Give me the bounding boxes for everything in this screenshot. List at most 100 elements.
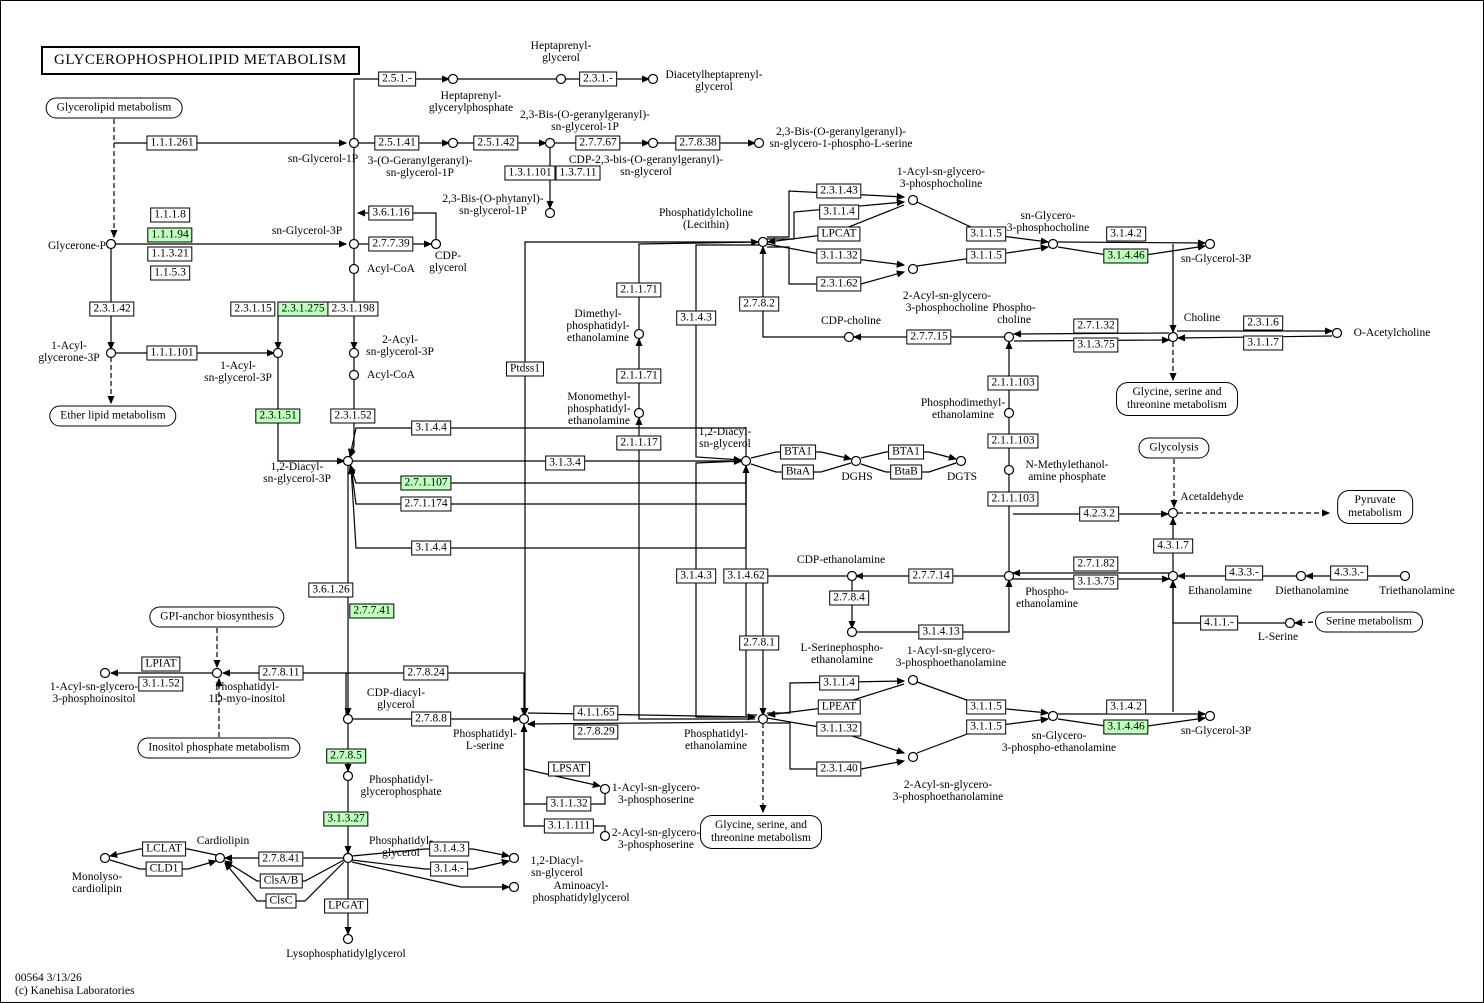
enzyme-box[interactable]: 2.7.8.8 (411, 711, 451, 727)
enzyme-box[interactable]: BTA1 (888, 444, 924, 460)
enzyme-box[interactable]: 1.3.1.101 (504, 165, 556, 181)
compound-node[interactable] (1167, 331, 1179, 343)
compound-node[interactable] (1047, 238, 1059, 250)
enzyme-box[interactable]: 2.3.1.40 (816, 761, 862, 777)
compound-node[interactable] (757, 713, 769, 725)
enzyme-box[interactable]: 3.1.1.32 (816, 721, 862, 737)
enzyme-box[interactable]: 3.1.4.46 (1103, 719, 1149, 735)
compound-node[interactable] (753, 137, 765, 149)
enzyme-box[interactable]: 2.7.8.1 (739, 635, 779, 651)
enzyme-box[interactable]: CLD1 (145, 861, 183, 877)
enzyme-box[interactable]: 3.1.4.46 (1103, 248, 1149, 264)
compound-node[interactable] (99, 852, 111, 864)
enzyme-box[interactable]: 3.1.4.62 (723, 568, 769, 584)
compound-node[interactable] (105, 347, 117, 359)
enzyme-box[interactable]: Ptdss1 (505, 361, 545, 377)
enzyme-box[interactable]: LPSAT (548, 761, 590, 777)
pathway-link[interactable]: Glycine, serine and threonine metabolism (1116, 382, 1238, 416)
compound-node[interactable] (99, 667, 111, 679)
enzyme-box[interactable]: 2.7.8.5 (326, 748, 366, 764)
enzyme-box[interactable]: 3.1.3.75 (1073, 574, 1119, 590)
enzyme-box[interactable]: 2.5.1.42 (473, 135, 519, 151)
enzyme-box[interactable]: 1.1.3.21 (147, 246, 193, 262)
enzyme-box[interactable]: 2.7.8.41 (258, 851, 304, 867)
enzyme-box[interactable]: 2.7.8.38 (675, 135, 721, 151)
compound-node[interactable] (272, 347, 284, 359)
enzyme-box[interactable]: 2.5.1.41 (374, 135, 420, 151)
pathway-link[interactable]: Ether lipid metabolism (49, 405, 177, 427)
enzyme-box[interactable]: 2.7.7.41 (349, 603, 395, 619)
enzyme-box[interactable]: 2.7.1.107 (400, 475, 452, 491)
enzyme-box[interactable]: 3.1.4.- (430, 861, 468, 877)
compound-node[interactable] (342, 713, 354, 725)
enzyme-box[interactable]: 2.3.1.42 (89, 301, 135, 317)
compound-node[interactable] (348, 347, 360, 359)
compound-node[interactable] (342, 455, 354, 467)
compound-node[interactable] (544, 207, 556, 219)
enzyme-box[interactable]: 3.6.1.16 (368, 205, 414, 221)
enzyme-box[interactable]: 3.1.1.5 (966, 226, 1006, 242)
enzyme-box[interactable]: LPGAT (324, 898, 368, 914)
enzyme-box[interactable]: 2.7.7.67 (575, 135, 621, 151)
enzyme-box[interactable]: 4.3.1.7 (1153, 538, 1193, 554)
enzyme-box[interactable]: 1.1.5.3 (150, 265, 190, 281)
compound-node[interactable] (1295, 570, 1307, 582)
compound-node[interactable] (1003, 570, 1015, 582)
enzyme-box[interactable]: 1.3.7.11 (555, 165, 601, 181)
compound-node[interactable] (1167, 570, 1179, 582)
compound-node[interactable] (647, 137, 659, 149)
enzyme-box[interactable]: 2.1.1.103 (987, 491, 1039, 507)
pathway-link[interactable]: Glycolysis (1138, 437, 1210, 459)
compound-node[interactable] (846, 626, 858, 638)
compound-node[interactable] (907, 263, 919, 275)
enzyme-box[interactable]: 2.1.1.103 (987, 375, 1039, 391)
enzyme-box[interactable]: 2.7.7.15 (906, 329, 952, 345)
enzyme-box[interactable]: 2.3.1.15 (230, 301, 276, 317)
compound-node[interactable] (955, 455, 967, 467)
enzyme-box[interactable]: 2.3.1.52 (330, 408, 376, 424)
compound-node[interactable] (1003, 331, 1015, 343)
pathway-link[interactable]: GPI-anchor biosynthesis (149, 606, 285, 628)
enzyme-box[interactable]: 4.1.1.65 (573, 705, 619, 721)
compound-node[interactable] (740, 455, 752, 467)
enzyme-box[interactable]: LPIAT (141, 656, 181, 672)
enzyme-box[interactable]: 3.1.3.75 (1073, 337, 1119, 353)
enzyme-box[interactable]: 2.7.8.29 (573, 724, 619, 740)
enzyme-box[interactable]: BtaA (781, 464, 815, 480)
enzyme-box[interactable]: 3.1.4.3 (676, 568, 716, 584)
compound-node[interactable] (907, 194, 919, 206)
compound-node[interactable] (1331, 327, 1343, 339)
enzyme-box[interactable]: LPCAT (817, 226, 861, 242)
compound-node[interactable] (907, 751, 919, 763)
enzyme-box[interactable]: 2.3.1.62 (816, 276, 862, 292)
enzyme-box[interactable]: BTA1 (780, 444, 816, 460)
enzyme-box[interactable]: 4.3.3.- (1330, 565, 1368, 581)
enzyme-box[interactable]: 3.1.3.27 (323, 811, 369, 827)
enzyme-box[interactable]: 2.7.8.2 (739, 296, 779, 312)
compound-node[interactable] (214, 852, 226, 864)
enzyme-box[interactable]: 3.1.1.5 (966, 719, 1006, 735)
enzyme-box[interactable]: 1.1.1.94 (147, 227, 193, 243)
compound-node[interactable] (348, 263, 360, 275)
enzyme-box[interactable]: 1.1.1.8 (150, 207, 190, 223)
compound-node[interactable] (757, 236, 769, 248)
compound-node[interactable] (348, 137, 360, 149)
enzyme-box[interactable]: 1.1.1.101 (146, 345, 198, 361)
compound-node[interactable] (342, 770, 354, 782)
compound-node[interactable] (846, 570, 858, 582)
enzyme-box[interactable]: 3.1.4.3 (676, 310, 716, 326)
enzyme-box[interactable]: ClsA/B (259, 873, 303, 889)
enzyme-box[interactable]: 3.1.1.7 (1243, 335, 1283, 351)
enzyme-box[interactable]: 2.1.1.17 (616, 435, 662, 451)
compound-node[interactable] (907, 674, 919, 686)
enzyme-box[interactable]: 2.3.1.6 (1243, 315, 1283, 331)
compound-node[interactable] (348, 369, 360, 381)
enzyme-box[interactable]: 2.7.7.14 (908, 568, 954, 584)
enzyme-box[interactable]: 2.7.8.4 (829, 590, 869, 606)
enzyme-box[interactable]: 3.1.1.32 (816, 248, 862, 264)
compound-node[interactable] (518, 713, 530, 725)
pathway-link[interactable]: Glycine, serine, and threonine metabolis… (700, 815, 822, 849)
enzyme-box[interactable]: 2.7.7.39 (368, 236, 414, 252)
enzyme-box[interactable]: 3.6.1.26 (308, 582, 354, 598)
compound-node[interactable] (647, 73, 659, 85)
